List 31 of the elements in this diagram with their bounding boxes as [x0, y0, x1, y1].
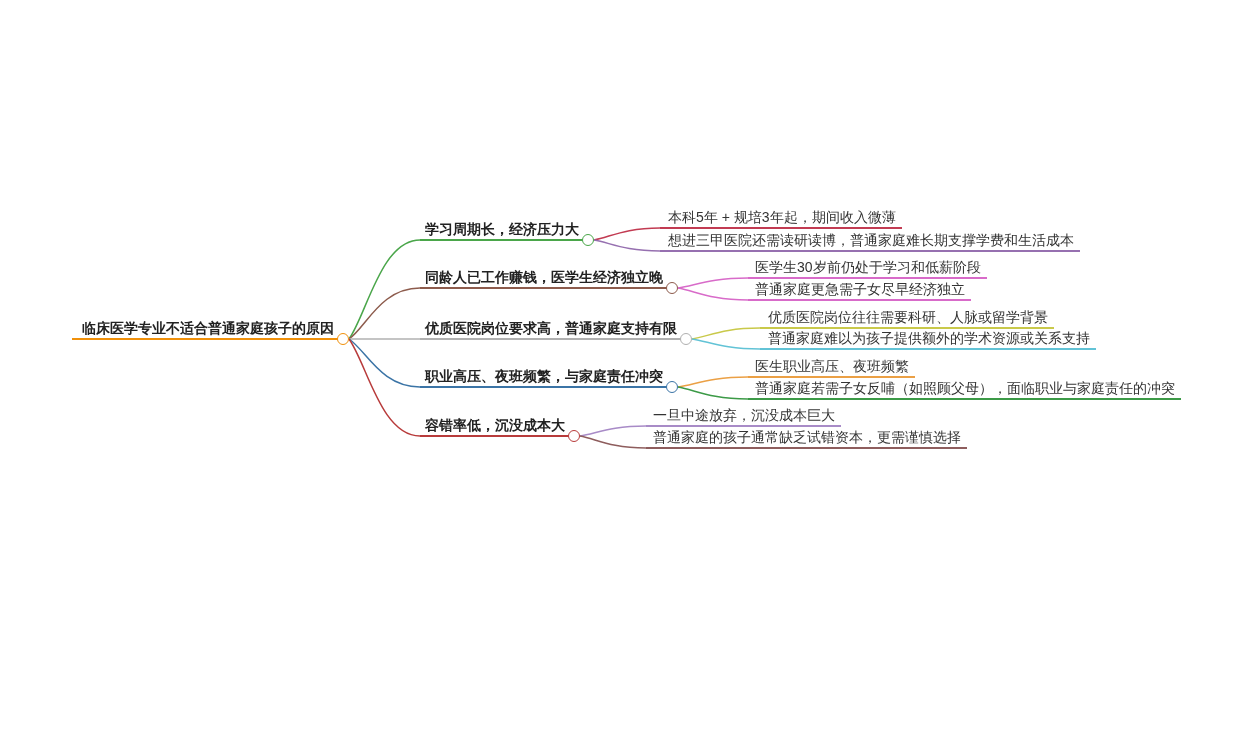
branch-connector — [348, 338, 421, 340]
branch-connector — [677, 376, 749, 388]
central-topic-text: 临床医学专业不适合普通家庭孩子的原因 — [81, 319, 335, 338]
branch-connector — [593, 239, 661, 252]
subtopic: 普通家庭更急需子女尽早经济独立 — [748, 280, 971, 301]
subtopic: 医生职业高压、夜班频繁 — [748, 357, 915, 378]
branch-connector — [691, 327, 761, 340]
subtopic: 想进三甲医院还需读研读博，普通家庭难长期支撑学费和生活成本 — [660, 231, 1080, 252]
branch-connector — [677, 287, 749, 301]
main-topic-text: 职业高压、夜班频繁，与家庭责任冲突 — [423, 367, 664, 386]
branch-connector — [348, 338, 421, 437]
subtopic: 一旦中途放弃，沉没成本巨大 — [646, 406, 841, 427]
branch-connector — [348, 338, 421, 388]
branch-connector — [691, 338, 761, 350]
subtopic: 医学生30岁前仍处于学习和低薪阶段 — [748, 258, 987, 279]
branch-connector — [348, 287, 421, 340]
subtopic: 普通家庭的孩子通常缺乏试错资本，更需谨慎选择 — [646, 428, 967, 449]
subtopic: 普通家庭难以为孩子提供额外的学术资源或关系支持 — [760, 329, 1096, 350]
main-topic-text: 同龄人已工作赚钱，医学生经济独立晚 — [424, 268, 664, 287]
subtopic: 本科5年 + 规培3年起，期间收入微薄 — [660, 208, 902, 229]
main-topic-text: 优质医院岗位要求高，普通家庭支持有限 — [424, 319, 678, 338]
branch-connector — [579, 435, 647, 449]
branch-connector — [579, 425, 647, 437]
branch-connector — [677, 386, 749, 400]
subtopic: 优质医院岗位往往需要科研、人脉或留学背景 — [760, 308, 1054, 329]
branch-connector — [593, 227, 661, 241]
main-topic-text: 容错率低，沉没成本大 — [424, 416, 566, 435]
branch-connector — [348, 239, 421, 340]
branch-connector — [677, 277, 749, 289]
main-topic-text: 学习周期长，经济压力大 — [424, 220, 580, 239]
subtopic: 普通家庭若需子女反哺（如照顾父母），面临职业与家庭责任的冲突 — [748, 379, 1181, 400]
